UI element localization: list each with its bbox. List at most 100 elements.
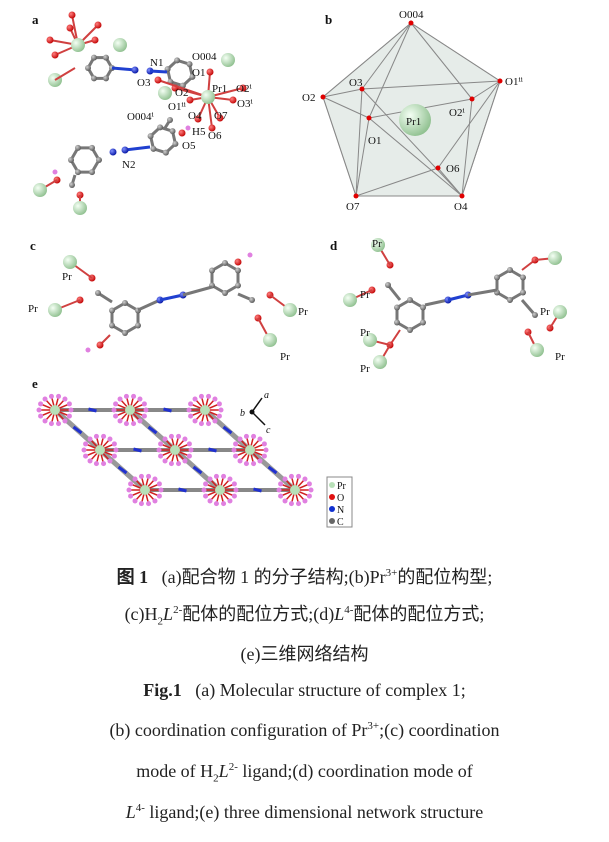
vertex-o <box>408 20 414 26</box>
atom-h <box>261 441 267 447</box>
polyhedron-edge <box>410 22 473 100</box>
atom-c <box>394 304 401 311</box>
atom-h <box>131 393 137 399</box>
polyhedron-edge <box>361 88 463 197</box>
caption-ligand: L <box>163 604 174 624</box>
atom-h <box>203 481 209 487</box>
atom-c <box>532 312 538 318</box>
atom-c <box>162 149 169 156</box>
atom-n <box>109 148 117 156</box>
caption-text: ligand;(e) three dimensional network str… <box>144 802 484 822</box>
atom-h <box>152 476 158 482</box>
caption-text: mode of H <box>136 761 214 781</box>
caption-ligand: L <box>334 604 345 624</box>
bond <box>159 293 184 302</box>
axis-origin <box>249 409 255 415</box>
atom-label: O2ⁱ <box>236 83 252 95</box>
atom-h <box>137 418 143 424</box>
atom-label: O7 <box>214 110 228 122</box>
caption-cn-line-1: 图 1 (a)配合物 1 的分子结构;(b)Pr3+的配位构型; <box>0 563 609 589</box>
atom-pr <box>343 293 357 307</box>
polyhedron-edge <box>355 117 370 197</box>
atom-h <box>168 461 174 467</box>
atom-label: O1 <box>368 135 381 147</box>
bond <box>424 298 449 307</box>
bond <box>124 145 151 152</box>
polyhedron-edge <box>461 80 501 197</box>
atom-h <box>237 458 243 464</box>
atom-h <box>158 441 164 447</box>
caption-en-figure-number: Fig.1 <box>143 680 182 700</box>
atom-h <box>131 421 137 427</box>
legend-swatch <box>329 506 335 512</box>
pr-node <box>50 405 60 415</box>
caption-text: 配体的配位方式; <box>353 604 485 624</box>
atom-h <box>278 493 284 499</box>
atom-h <box>185 125 191 131</box>
atom-pr <box>373 355 387 369</box>
atom-h <box>207 498 213 504</box>
pr-node <box>95 445 105 455</box>
atom-h <box>128 481 134 487</box>
pr-sphere <box>399 104 431 136</box>
vertex-o <box>353 193 359 199</box>
atom-c <box>519 289 526 296</box>
atom-c <box>167 117 173 123</box>
vertex-o <box>359 86 365 92</box>
atom-label: O1ⁱⁱ <box>505 76 524 88</box>
atom-h <box>186 453 192 459</box>
atom-label: Pr <box>62 271 72 283</box>
atom-h <box>138 473 144 479</box>
atom-h <box>243 461 249 467</box>
atom-pr <box>113 38 127 52</box>
atom-c <box>89 169 95 176</box>
atom-c <box>407 327 413 333</box>
atom-h <box>233 487 239 493</box>
atom-h <box>188 447 194 453</box>
atom-h <box>141 401 147 407</box>
atom-c <box>103 54 109 61</box>
polyhedron-edge <box>355 167 439 197</box>
atom-h <box>212 396 218 402</box>
caption-en-line-1: Fig.1 (a) Molecular structure of complex… <box>0 680 609 701</box>
azo-link <box>163 407 172 413</box>
bond <box>54 67 76 81</box>
atom-c <box>91 54 97 61</box>
atom-h <box>83 441 89 447</box>
atom-label: Pr <box>555 351 565 363</box>
atom-label: Pr <box>540 306 550 318</box>
atom-c <box>174 57 181 64</box>
panel-label-e: e <box>32 376 38 391</box>
atom-h <box>146 501 152 507</box>
polyhedron-edge <box>368 117 463 197</box>
atom-h <box>213 473 219 479</box>
atom-h <box>101 461 107 467</box>
atom-h <box>251 461 257 467</box>
atom-label: O1ⁱⁱ <box>168 101 187 113</box>
azo-link <box>133 447 142 453</box>
bond <box>520 299 537 316</box>
atom-c <box>75 144 81 151</box>
atom-h <box>192 418 198 424</box>
atom-h <box>117 418 123 424</box>
atom-h <box>233 453 239 459</box>
atom-label: Pr <box>298 306 308 318</box>
azo-link <box>192 465 203 475</box>
atom-label: O2 <box>175 87 188 99</box>
atom-h <box>56 421 62 427</box>
atom-o <box>208 124 216 132</box>
atom-o <box>239 84 247 92</box>
atom-pr <box>548 251 562 265</box>
atom-label: O7 <box>346 201 360 213</box>
caption-cn-figure-number: 图 1 <box>116 567 149 587</box>
atom-c <box>519 274 526 281</box>
polyhedron-edge <box>322 96 370 119</box>
atom-h <box>296 501 302 507</box>
atom-label: O3 <box>349 77 363 89</box>
atom-label: O3 <box>137 77 151 89</box>
atom-h <box>206 393 212 399</box>
polyhedron-edge <box>361 80 501 90</box>
atom-h <box>282 498 288 504</box>
